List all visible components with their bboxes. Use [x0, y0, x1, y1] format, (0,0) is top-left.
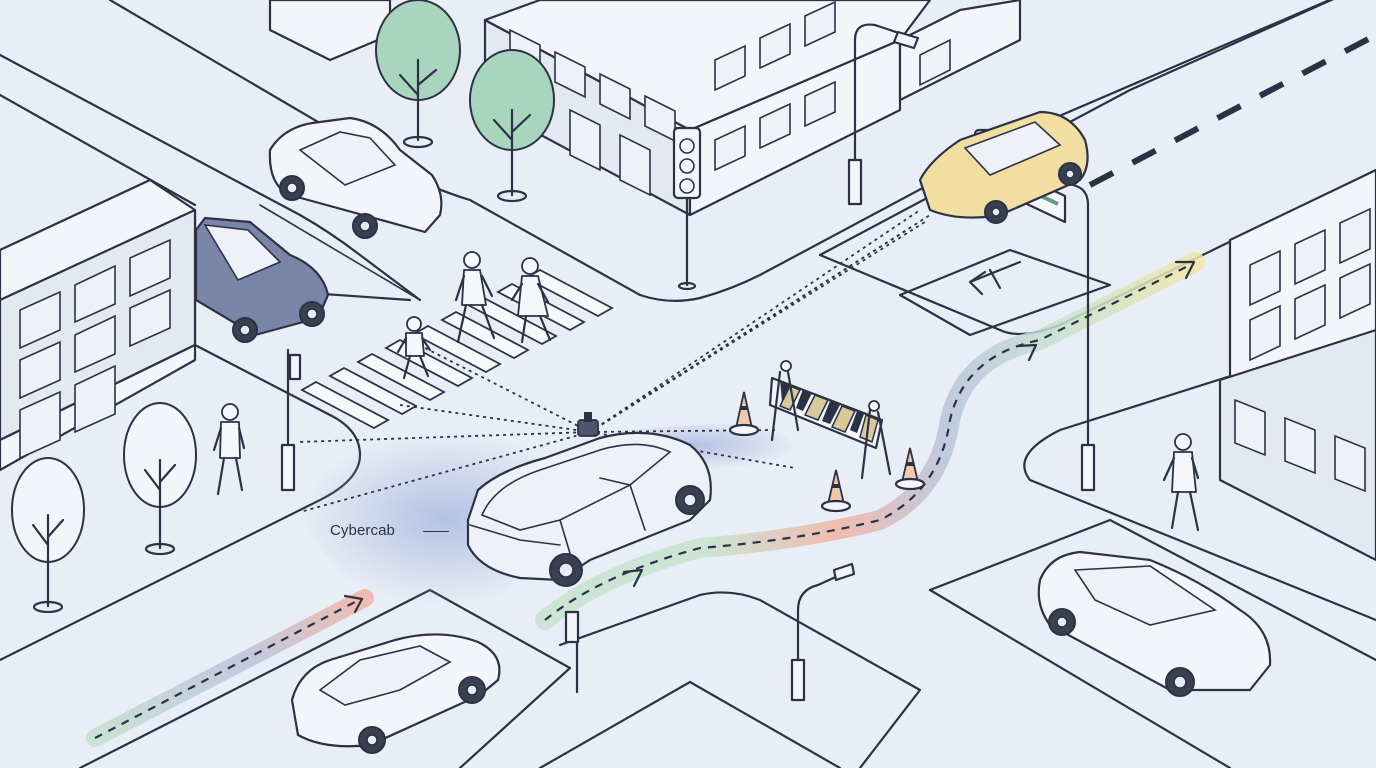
building-top-center: [268, 0, 1022, 217]
vehicle-label-leader-line: [423, 531, 449, 532]
blue-car: [194, 216, 330, 343]
lidar-sensor-icon: [577, 412, 599, 437]
white-car-bottom-right: [1037, 550, 1272, 697]
street-lamp-icon: [790, 562, 856, 702]
tree-icon: [469, 49, 555, 203]
yellow-car: [918, 110, 1089, 224]
white-car-bottom-left: [290, 633, 501, 754]
pedestrian-icon: [212, 403, 246, 496]
planned-path-forward: [535, 252, 1205, 630]
building-right: [1218, 168, 1376, 562]
street-lamp-icon: [847, 23, 920, 206]
road-barrier-icon: [768, 360, 892, 480]
planned-path-rear: [86, 589, 374, 747]
pedestrian-icon: [1162, 433, 1200, 532]
traffic-cone-icon: [894, 447, 926, 491]
trees: [11, 0, 555, 614]
vehicle-label: Cybercab: [330, 522, 395, 539]
white-car-top-left: [268, 116, 443, 239]
tree-icon: [11, 457, 85, 614]
tree-icon: [123, 402, 197, 556]
tree-icon: [375, 0, 461, 149]
pedestrian-icon: [396, 316, 432, 380]
pedestrian-icon: [454, 251, 496, 344]
signal-post: [280, 348, 302, 492]
left-arrow-road-marking: [968, 260, 1022, 296]
signal-post: [564, 610, 580, 694]
cybercab: [466, 412, 712, 587]
pedestrian-icon: [510, 257, 552, 344]
traffic-cone-icon: [820, 469, 852, 513]
traffic-light-icon: [672, 126, 702, 291]
traffic-cone-icon: [728, 391, 760, 437]
